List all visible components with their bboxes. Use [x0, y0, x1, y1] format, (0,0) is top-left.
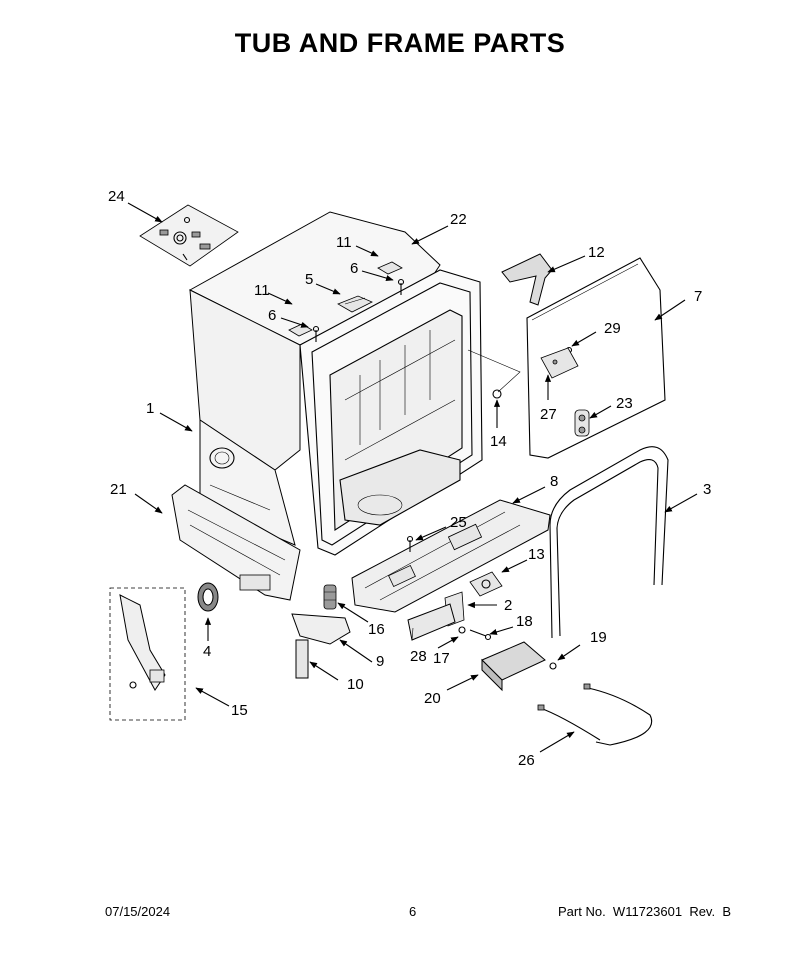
part-9-sump-housing: [291, 613, 351, 645]
callout-22: 22: [450, 211, 467, 228]
footer-page-number: 6: [409, 904, 417, 919]
part-17-terminal: [458, 626, 466, 634]
part-13-float-switch: [469, 571, 503, 597]
callout-24: 24: [108, 188, 125, 205]
callout-3: 3: [703, 481, 711, 498]
callout-6-lower: 6: [268, 307, 276, 324]
callout-4: 4: [203, 643, 211, 660]
callout-2: 2: [504, 597, 512, 614]
callout-9: 9: [376, 653, 384, 670]
callout-labels: 24 22 11 6 5 11 6 12 7 29 27 23 14 1 21 …: [108, 188, 711, 769]
rev-value: B: [722, 904, 731, 919]
part-8-base: [351, 499, 551, 613]
callout-26: 26: [518, 752, 535, 769]
callout-14: 14: [490, 433, 507, 450]
part-4-wash-pump-seal: [197, 582, 219, 612]
callout-6-upper: 6: [350, 260, 358, 277]
callout-16: 16: [368, 621, 385, 638]
part-26-wire-harness: [537, 683, 653, 746]
part-11-bracket-upper: [377, 261, 403, 275]
callout-5: 5: [305, 271, 313, 288]
callout-7: 7: [694, 288, 702, 305]
part-6-screw-lower: [312, 325, 320, 342]
callout-21: 21: [110, 481, 127, 498]
part-24-hardware-kit: [139, 204, 239, 267]
callout-15: 15: [231, 702, 248, 719]
part-7-door-gasket: [526, 257, 666, 459]
page-title: TUB AND FRAME PARTS: [234, 28, 566, 58]
leader-lines: [127, 202, 698, 753]
footer-part-number: Part No. W11723601 Rev. B: [558, 904, 731, 919]
callout-13: 13: [528, 546, 545, 563]
part-6-screw-upper: [397, 278, 405, 295]
part-28-junction-box: [407, 603, 456, 641]
callout-12: 12: [588, 244, 605, 261]
callout-27: 27: [540, 406, 557, 423]
part-10-drain-hose: [295, 639, 309, 679]
callout-20: 20: [424, 690, 441, 707]
callout-8: 8: [550, 473, 558, 490]
part-25-screw: [406, 535, 414, 552]
rev-label: Rev.: [689, 904, 716, 919]
part-27-door-switch: [540, 347, 579, 379]
callout-11-upper: 11: [336, 234, 352, 251]
part-20-cover: [481, 641, 546, 692]
part-15-kit-box: [109, 587, 186, 721]
callout-10: 10: [347, 676, 364, 693]
part-19-screw: [549, 662, 557, 670]
part-5-hinge-bracket: [337, 295, 373, 313]
callout-17: 17: [433, 650, 450, 667]
callout-29: 29: [604, 320, 621, 337]
callout-18: 18: [516, 613, 533, 630]
footer-date: 07/15/2024: [105, 904, 171, 919]
part-14-sensor-plug: [467, 349, 521, 399]
callout-1: 1: [146, 400, 154, 417]
part-23-latch: [574, 409, 590, 437]
part-22-tub-frame: [299, 269, 483, 556]
part-no-value: W11723601: [612, 904, 683, 919]
callout-28: 28: [410, 648, 427, 665]
part-16-drain-hose-fitting: [323, 584, 337, 610]
part-12-vent: [501, 253, 553, 306]
callout-25: 25: [450, 514, 467, 531]
part-no-label: Part No.: [558, 904, 606, 919]
callout-23: 23: [616, 395, 633, 412]
part-3-door-seal-tube: [549, 446, 669, 639]
part-21-toe-panel-frame: [171, 484, 301, 601]
part-18-screw: [469, 629, 492, 641]
callout-19: 19: [590, 629, 607, 646]
callout-11-lower: 11: [254, 282, 270, 299]
